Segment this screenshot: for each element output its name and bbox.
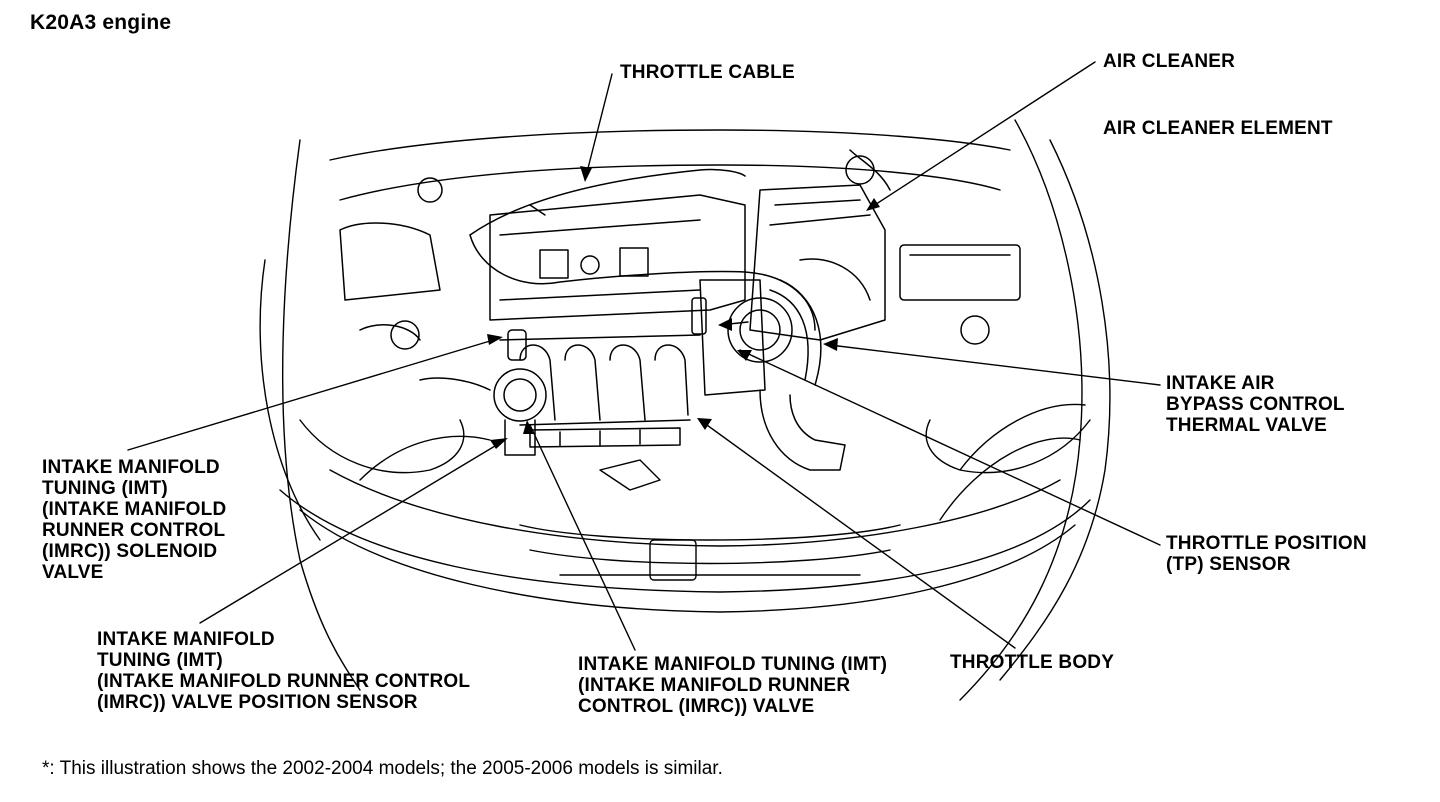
vehicle-outline (259, 119, 1111, 701)
label-tp-sensor: THROTTLE POSITION (TP) SENSOR (1166, 533, 1367, 575)
label-line: CONTROL (IMRC)) VALVE (578, 696, 815, 717)
label-intake-air-bypass-valve: INTAKE AIR BYPASS CONTROL THERMAL VALVE (1166, 373, 1345, 436)
label-throttle-body: THROTTLE BODY (950, 652, 1114, 673)
label-line: BYPASS CONTROL (1166, 394, 1345, 415)
label-air-cleaner: AIR CLEANER (1103, 51, 1235, 72)
leader-imt-solenoid (127, 337, 501, 451)
leader-bypass-valve (829, 344, 1161, 386)
label-line: INTAKE MANIFOLD (42, 457, 220, 478)
label-line: (INTAKE MANIFOLD RUNNER (578, 675, 851, 696)
leader-lines (127, 61, 1161, 651)
label-line: THROTTLE CABLE (620, 62, 795, 83)
label-line: THROTTLE BODY (950, 652, 1115, 673)
label-line: VALVE (42, 562, 104, 583)
leader-imt-valve (529, 424, 636, 651)
label-line: (TP) SENSOR (1166, 554, 1291, 575)
label-line: TUNING (IMT) (97, 650, 223, 671)
label-line: RUNNER CONTROL (42, 520, 226, 541)
leader-throttle-cable (584, 73, 613, 181)
label-throttle-cable: THROTTLE CABLE (620, 62, 795, 83)
label-line: AIR CLEANER (1103, 51, 1236, 72)
label-line: TUNING (IMT) (42, 478, 168, 499)
leader-throttle-body (699, 419, 1016, 649)
label-line: AIR CLEANER ELEMENT (1103, 118, 1333, 139)
label-line: THROTTLE POSITION (1166, 533, 1367, 554)
label-line: INTAKE MANIFOLD TUNING (IMT) (578, 654, 888, 675)
label-imt-position-sensor: INTAKE MANIFOLD TUNING (IMT) (INTAKE MAN… (97, 629, 470, 713)
label-line: (INTAKE MANIFOLD RUNNER CONTROL (97, 671, 471, 692)
label-line: (IMRC)) VALVE POSITION SENSOR (97, 692, 418, 713)
label-line: INTAKE MANIFOLD (97, 629, 275, 650)
diagram-title: K20A3 engine (30, 11, 172, 34)
engine-components (339, 149, 1021, 471)
label-line: THERMAL VALVE (1166, 415, 1327, 436)
footnote: *: This illustration shows the 2002-2004… (42, 758, 723, 779)
leader-tp-sensor (739, 349, 1161, 546)
label-line: (INTAKE MANIFOLD (42, 499, 227, 520)
label-imt-solenoid-valve: INTAKE MANIFOLD TUNING (IMT) (INTAKE MAN… (42, 457, 226, 583)
leader-imt-sensor (199, 439, 506, 624)
label-imt-valve: INTAKE MANIFOLD TUNING (IMT) (INTAKE MAN… (578, 654, 887, 717)
label-line: INTAKE AIR (1166, 373, 1275, 394)
arrowheads (487, 166, 880, 449)
leader-air-cleaner (869, 61, 1096, 209)
label-air-cleaner-element: AIR CLEANER ELEMENT (1103, 118, 1333, 139)
label-line: (IMRC)) SOLENOID (42, 541, 218, 562)
